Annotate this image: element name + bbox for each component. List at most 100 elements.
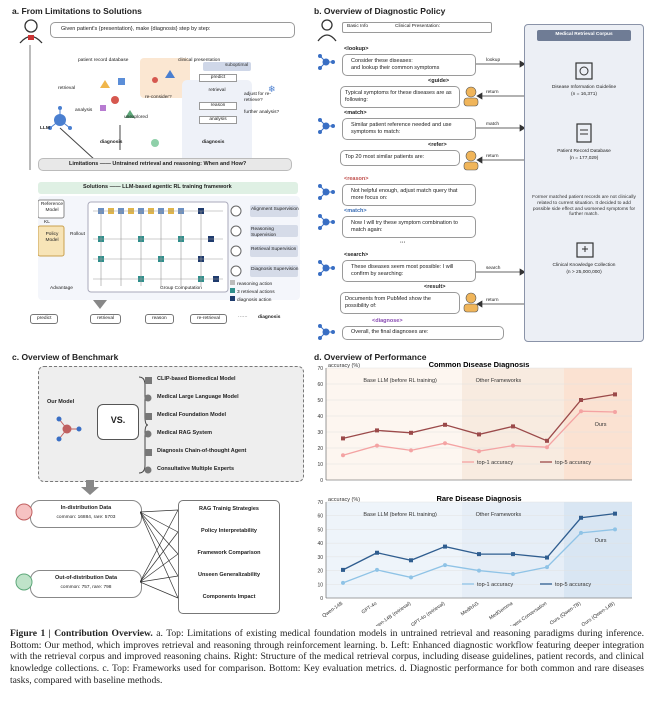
ours-region <box>564 368 632 480</box>
y-tick-label: 30 <box>317 555 323 561</box>
data-point <box>613 511 617 516</box>
arrow-lookup: lookup <box>486 58 501 63</box>
y-axis-label: accuracy (%) <box>328 497 360 503</box>
tag-reason: <reason> <box>344 176 369 182</box>
x-tick-label: MedRAG <box>460 601 480 618</box>
arrow-return-1: return <box>486 90 499 95</box>
knowledge-label: Clinical Knowledge Collection <box>552 263 616 268</box>
flow-reason: reason <box>145 314 174 324</box>
tag-search: <search> <box>344 252 369 258</box>
advantage-label: Advantage <box>50 286 73 291</box>
base-llm-label: Base LLM (before RL training) <box>363 378 437 384</box>
unexplored-label: unexplored <box>124 115 148 120</box>
y-tick-label: 0 <box>320 478 323 484</box>
basic-info-label: Basic Info <box>347 24 369 29</box>
chart-title: Common Disease Diagnosis <box>429 362 530 369</box>
chart-title: Rare Disease Diagnosis <box>436 494 521 503</box>
doctor-icon <box>19 19 43 44</box>
y-tick-label: 70 <box>317 366 323 372</box>
other-frameworks-region <box>462 368 564 480</box>
step-stack: predict retrieval reason analysis <box>199 74 237 136</box>
caption-head: Figure 1 | Contribution Overview. <box>10 628 153 639</box>
legend-reasoning: reasoning action <box>230 280 272 288</box>
side-note-2: further analysis? <box>244 110 280 115</box>
x-tick-label: MedGemma <box>488 601 514 622</box>
base-llm-region <box>326 502 462 598</box>
our-model-label: Our Model <box>47 399 75 405</box>
data-point <box>511 424 515 429</box>
baseline-6: Consultative Multiple Experts <box>157 466 235 472</box>
data-icons <box>15 503 33 591</box>
group-computation-label: Group Computation <box>160 286 202 291</box>
basic-info-box: Basic Info Clinical Presentation: <box>342 22 492 33</box>
reconsider-label: re-consider? <box>145 95 172 100</box>
guideline-count: (n = 16,371) <box>570 92 597 97</box>
tag-guide: <guide> <box>428 78 450 84</box>
ellipsis: ··· <box>400 240 406 246</box>
x-tick-label: Qwen-14B <box>321 600 344 619</box>
step-reason: reason <box>199 102 237 110</box>
arrow-search: search <box>486 266 501 271</box>
data-point <box>477 432 481 437</box>
kl-label: KL <box>44 220 50 225</box>
baseline-1: CLIP-based Biomedical Model <box>157 376 236 382</box>
in-dist-box: In-distribution Data common: 16884, rare… <box>30 500 142 528</box>
tag-refer: <refer> <box>428 142 447 148</box>
data-point <box>477 449 481 454</box>
data-point <box>375 428 379 433</box>
y-tick-label: 20 <box>317 446 323 452</box>
data-point <box>545 565 549 570</box>
limitation-box: Limitations —— Untrained retrieval and r… <box>38 158 292 171</box>
data-point <box>341 567 345 572</box>
expert-icons <box>463 86 479 313</box>
legend-retrieval: 3 retrieval actions <box>230 288 275 296</box>
supervision-4: Diagnosis Supervision <box>251 267 299 272</box>
svg-text:❄: ❄ <box>268 84 276 94</box>
corpus-note: Former matched patient records are not c… <box>532 195 636 218</box>
data-point <box>579 515 583 520</box>
y-tick-label: 0 <box>320 596 323 602</box>
x-tick-label: Ours (Qwen-7B) <box>549 601 583 626</box>
supervision-3: Retrieval Supervision <box>251 247 297 252</box>
data-point <box>409 448 413 453</box>
metric-3: Framework Comparison <box>197 550 261 556</box>
ours-region <box>564 502 632 598</box>
metric-links <box>140 509 179 599</box>
tag-result: <result> <box>424 284 446 290</box>
supervision-1: Alignment Supervision <box>251 207 299 212</box>
data-point <box>375 567 379 572</box>
data-point <box>511 572 515 576</box>
y-tick-label: 10 <box>317 462 323 468</box>
data-point <box>579 398 583 402</box>
flow-retrieval: retrieval <box>90 314 122 324</box>
msg-result: Documents from PubMed show the possibili… <box>340 292 460 314</box>
data-point <box>443 441 447 446</box>
baseline-2: Medical Large Language Model <box>157 394 239 400</box>
y-tick-label: 40 <box>317 541 323 547</box>
baseline-5: Diagnosis Chain-of-thought Agent <box>157 448 247 454</box>
in-dist-count: common: 16884, rare: 5703 <box>56 515 116 520</box>
policy-model-label: Policy Model <box>45 232 59 243</box>
data-point <box>341 580 345 585</box>
data-point <box>341 453 345 458</box>
data-point <box>579 409 583 414</box>
data-point <box>545 445 549 450</box>
knowledge-count: (n > 25,000,000) <box>566 270 602 275</box>
y-tick-label: 10 <box>317 582 323 588</box>
msg-search: These diseases seem most possible: I wil… <box>342 260 476 282</box>
step-analysis: analysis <box>199 116 237 124</box>
arrow-match: match <box>486 122 500 127</box>
ood-count: common: 757, rare: 798 <box>60 585 112 590</box>
metric-5: Components Impact <box>202 594 256 600</box>
msg-lookup: Consider these diseases: and lookup thei… <box>342 54 476 76</box>
legend-label: top-5 accuracy <box>555 460 591 466</box>
data-point <box>409 575 413 580</box>
other-frameworks-region <box>462 502 564 598</box>
corpus-arrows <box>476 60 526 308</box>
msg-match-2: Now I will try these symptom combination… <box>342 216 476 238</box>
limitation-diagram: ❄ <box>29 45 276 170</box>
clinical-pres-field: Clinical Presentation: <box>395 24 441 29</box>
data-point <box>443 544 447 549</box>
metric-1: RAG Trainig Strategies <box>199 506 259 512</box>
tag-diagnose: <diagnose> <box>372 318 403 324</box>
